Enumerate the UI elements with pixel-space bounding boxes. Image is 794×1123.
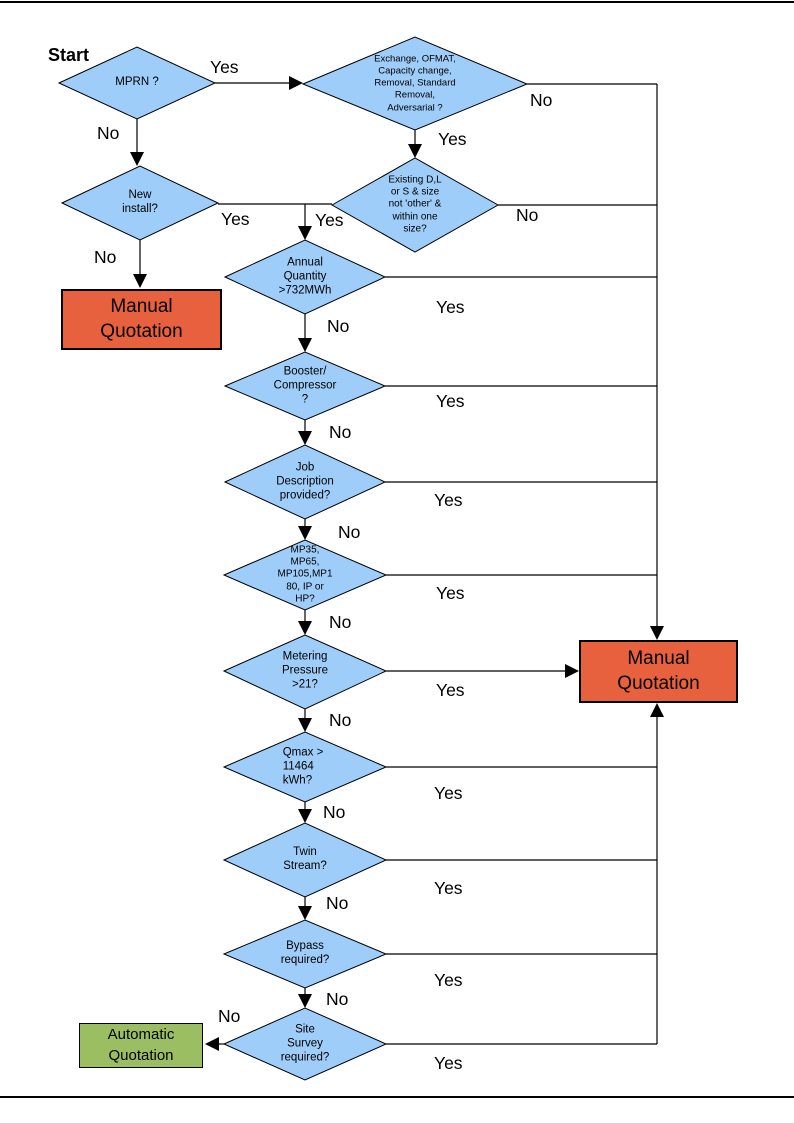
decision-twin-stream: Twin Stream? (283, 846, 327, 872)
decision-new-install-shape (60, 165, 220, 241)
connectors (136, 82, 658, 1045)
decision-mprn: MPRN ? (115, 76, 159, 89)
arrowhead (205, 1037, 219, 1051)
label-mp-no: No (329, 612, 352, 632)
decision-qmax-shape (222, 731, 388, 803)
label-exchange-no: No (530, 90, 553, 110)
decision-qmax: Qmax > 11464 kWh? (282, 746, 324, 786)
label-job-yes: Yes (434, 490, 463, 510)
arrowhead (298, 526, 312, 540)
arrowhead (133, 274, 147, 288)
terminal-manual-quotation-left: Manual Quotation (61, 289, 222, 350)
decision-annual-quantity-shape (223, 239, 387, 315)
arrowhead (298, 338, 312, 352)
decision-new-install: New install? (122, 189, 158, 215)
decision-booster-shape (223, 351, 387, 421)
label-bypass-no: No (326, 989, 349, 1009)
label-existing-yes: Yes (315, 210, 344, 230)
decision-bypass-shape (222, 919, 388, 989)
arrowhead (298, 226, 312, 240)
decision-mp-option-shape (222, 539, 388, 611)
decision-mp-option: MP35, MP65, MP105,MP1 80, IP or HP? (277, 544, 333, 605)
decision-metering-pressure: Metering Pressure >21? (281, 650, 329, 690)
label-survey-yes: Yes (434, 1053, 463, 1073)
decision-job-description: Job Description provided? (276, 461, 334, 501)
label-mprn-no: No (97, 123, 120, 143)
decision-site-survey-shape (222, 1007, 388, 1081)
arrowhead (650, 626, 664, 640)
label-mprn-yes: Yes (210, 57, 239, 77)
arrowhead (650, 703, 664, 717)
label-twin-no: No (326, 893, 349, 913)
label-job-no: No (338, 522, 361, 542)
decision-booster: Booster/ Compressor ? (273, 365, 337, 405)
decision-mprn-shape (57, 46, 217, 120)
label-existing-no: No (516, 205, 539, 225)
decision-metering-pressure-shape (222, 634, 388, 710)
arrowhead (298, 718, 312, 732)
decision-bypass: Bypass required? (280, 940, 330, 966)
label-mp-yes: Yes (436, 583, 465, 603)
start-label: Start (48, 45, 90, 65)
label-exchange-yes: Yes (438, 129, 467, 149)
arrowhead (408, 144, 422, 158)
arrowhead (298, 431, 312, 445)
label-twin-yes: Yes (434, 878, 463, 898)
label-survey-no: No (218, 1006, 241, 1026)
decision-exchange-shape (301, 36, 529, 131)
label-booster-yes: Yes (436, 391, 465, 411)
decision-job-description-shape (223, 444, 387, 520)
arrowhead (298, 809, 312, 823)
terminal-manual-quotation-right: Manual Quotation (579, 640, 738, 703)
decision-existing-shape (330, 157, 500, 253)
label-annual-yes: Yes (436, 297, 465, 317)
decision-site-survey: Site Survey required? (280, 1023, 330, 1063)
arrowhead (289, 76, 303, 90)
label-metering-yes: Yes (436, 680, 465, 700)
terminal-automatic-quotation: Automatic Quotation (79, 1023, 203, 1068)
arrowhead (298, 906, 312, 920)
decision-exchange: Exchange, OFMAT, Capacity change, Remova… (374, 53, 456, 114)
label-metering-no: No (329, 710, 352, 730)
label-annual-no: No (327, 316, 350, 336)
arrowheads (130, 76, 664, 1051)
arrowhead (298, 994, 312, 1008)
arrowhead (565, 664, 579, 678)
decision-twin-stream-shape (222, 822, 388, 898)
label-qmax-no: No (323, 802, 346, 822)
decision-annual-quantity: Annual Quantity >732MWh (278, 256, 332, 296)
label-booster-no: No (329, 422, 352, 442)
decision-existing: Existing D,L or S & size not 'other' & w… (388, 174, 442, 235)
label-new-install-no: No (94, 247, 117, 267)
label-qmax-yes: Yes (434, 783, 463, 803)
label-new-install-yes: Yes (221, 209, 250, 229)
arrowhead (130, 152, 144, 166)
arrowhead (298, 621, 312, 635)
decision-shapes (57, 36, 529, 1081)
label-bypass-yes: Yes (434, 970, 463, 990)
